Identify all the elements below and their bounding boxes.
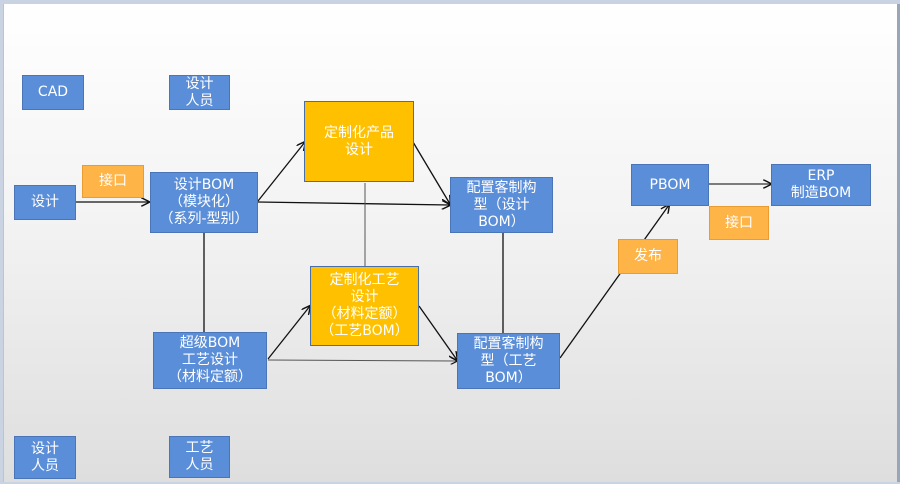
node-text-line: 型（工艺	[480, 352, 537, 369]
node-text-line: ERP	[807, 168, 835, 184]
node-text-line: PBOM	[649, 176, 691, 193]
node-text-line: （模块化）	[169, 194, 239, 210]
node-text-line: 制造BOM	[790, 185, 852, 201]
node-text-line: 超级BOM	[179, 335, 241, 351]
node-process-staff[interactable]: 工艺人员	[169, 436, 230, 478]
node-custom-process-design[interactable]: 定制化工艺设计（材料定额）（工艺BOM）	[310, 266, 419, 346]
node-designer-top[interactable]: 设计人员	[169, 75, 230, 110]
node-text-line: BOM）	[478, 213, 525, 230]
node-text-line: 接口	[99, 173, 127, 189]
node-design-bom[interactable]: 设计BOM（模块化）（系列-型别）	[150, 172, 258, 233]
label-release[interactable]: 发布	[618, 239, 678, 274]
node-text-line: 设计	[185, 75, 214, 92]
node-text-line: 设计BOM	[173, 177, 235, 193]
node-text-line: （材料定额）	[168, 369, 252, 385]
node-text-line: 配置客制构	[466, 179, 537, 196]
node-text-line: CAD	[37, 84, 69, 100]
node-text-line: 设计	[345, 141, 373, 158]
label-interface-right[interactable]: 接口	[709, 206, 769, 240]
node-text-line: 接口	[725, 214, 753, 231]
node-design[interactable]: 设计	[14, 185, 76, 220]
node-text-line: 型（设计	[473, 196, 530, 213]
node-text-line: 人员	[31, 457, 59, 474]
node-custom-product-design[interactable]: 定制化产品设计	[304, 101, 414, 182]
node-text-line: 定制化工艺	[329, 272, 400, 288]
node-text-line: （工艺BOM）	[320, 323, 409, 339]
node-text-line: 人员	[185, 457, 214, 473]
node-text-line: （系列-型别）	[159, 211, 249, 227]
node-text-line: 工艺	[185, 440, 214, 456]
node-text-line: 工艺设计	[182, 352, 238, 368]
node-pbom[interactable]: PBOM	[631, 164, 709, 206]
node-text-line: （材料定额）	[322, 306, 407, 322]
node-text-line: 发布	[634, 248, 662, 264]
node-cad[interactable]: CAD	[22, 75, 84, 110]
node-text-line: 人员	[185, 92, 214, 109]
node-text-line: 设计	[31, 194, 59, 210]
node-text-line: 定制化产品	[324, 124, 394, 141]
right-edge-bar	[897, 4, 900, 482]
node-text-line: BOM）	[485, 369, 532, 386]
label-interface-left[interactable]: 接口	[82, 165, 144, 198]
node-text-line: 配置客制构	[473, 335, 544, 352]
node-text-line: 设计	[31, 440, 59, 457]
diagram-canvas	[3, 4, 898, 482]
node-designer-bottom[interactable]: 设计人员	[14, 436, 76, 479]
node-text-line: 设计	[350, 289, 379, 305]
